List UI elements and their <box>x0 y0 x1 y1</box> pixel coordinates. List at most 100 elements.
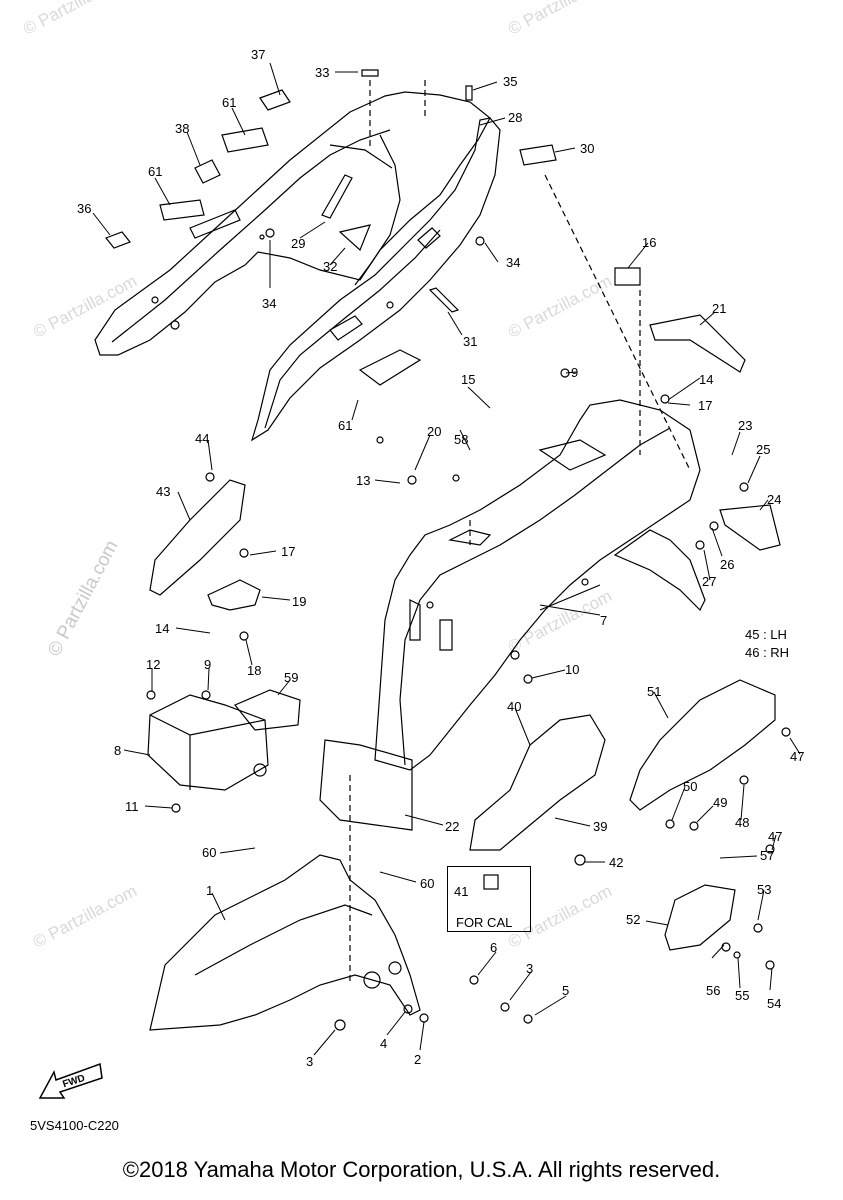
callout-47a: 47 <box>790 749 805 764</box>
callout-50: 50 <box>683 779 698 794</box>
callout-31: 31 <box>463 334 478 349</box>
part-19 <box>207 579 261 611</box>
callout-21: 21 <box>712 301 727 316</box>
part-16 <box>614 267 641 286</box>
part-37 <box>259 89 291 111</box>
callout-14b: 14 <box>155 621 170 636</box>
part-36 <box>105 231 131 249</box>
callout-14a: 14 <box>699 372 714 387</box>
part-41 <box>483 874 499 890</box>
seat-cowl-right <box>250 117 501 442</box>
fwd-arrow-icon: FWD <box>38 1062 103 1099</box>
callout-61b: 61 <box>148 164 163 179</box>
part-39-40 <box>469 714 606 851</box>
part-22 <box>319 739 413 831</box>
callout-55: 55 <box>735 988 750 1003</box>
callout-44: 44 <box>195 431 210 446</box>
rear-fender <box>374 399 701 771</box>
part-32 <box>338 224 371 252</box>
callout-48: 48 <box>735 815 750 830</box>
callout-54: 54 <box>767 996 782 1011</box>
callout-60a: 60 <box>202 845 217 860</box>
callout-33: 33 <box>315 65 330 80</box>
callout-3b: 3 <box>306 1054 314 1069</box>
part-43 <box>149 479 246 596</box>
callout-61c: 61 <box>338 418 353 433</box>
callout-40: 40 <box>507 699 522 714</box>
part-61 <box>159 199 205 221</box>
part-61 <box>358 349 422 386</box>
callout-36: 36 <box>77 201 92 216</box>
for-cal-label: FOR CAL <box>456 915 513 930</box>
copyright-notice: ©2018 Yamaha Motor Corporation, U.S.A. A… <box>122 1157 721 1182</box>
part-38 <box>194 159 221 184</box>
part-30 <box>519 144 557 166</box>
callout-22: 22 <box>445 819 460 834</box>
callout-38: 38 <box>175 121 190 136</box>
callout-9b: 9 <box>204 657 212 672</box>
callout-19: 19 <box>292 594 307 609</box>
seat-cowl-left <box>94 91 491 356</box>
callout-49: 49 <box>713 795 728 810</box>
callout-6: 6 <box>490 940 498 955</box>
callout-1: 1 <box>206 883 214 898</box>
part-33 <box>361 69 379 77</box>
part-59 <box>234 689 301 731</box>
callout-42: 42 <box>609 855 624 870</box>
callout-7: 7 <box>600 613 608 628</box>
callout-17a: 17 <box>698 398 713 413</box>
for-cal-inset <box>447 866 531 932</box>
callout-20: 20 <box>427 424 442 439</box>
callout-5: 5 <box>562 983 570 998</box>
callout-4: 4 <box>380 1036 388 1051</box>
callout-18: 18 <box>247 663 262 678</box>
callout-15: 15 <box>461 372 476 387</box>
callout-34b: 34 <box>506 255 521 270</box>
callout-26: 26 <box>720 557 735 572</box>
callout-46: 46 : RH <box>745 645 790 660</box>
part-61 <box>221 127 269 153</box>
callout-45: 45 : LH <box>745 627 787 642</box>
callout-58: 58 <box>454 432 469 447</box>
callout-57: 57 <box>760 848 775 863</box>
part-35 <box>465 85 473 101</box>
callout-39: 39 <box>593 819 608 834</box>
callout-32: 32 <box>323 259 338 274</box>
part-21 <box>649 314 746 373</box>
fender-extension <box>613 529 706 612</box>
callout-30: 30 <box>580 141 595 156</box>
callout-59: 59 <box>284 670 299 685</box>
leader-lines <box>92 62 801 1056</box>
part-31 <box>428 287 460 313</box>
part-45-46 <box>629 679 776 811</box>
callout-16: 16 <box>642 235 657 250</box>
callout-8: 8 <box>114 743 122 758</box>
callout-25: 25 <box>756 442 771 457</box>
callout-52: 52 <box>626 912 641 927</box>
diagram-code: 5VS4100-C220 <box>30 1118 119 1133</box>
part-24 <box>719 504 781 551</box>
callout-3a: 3 <box>526 961 534 976</box>
callout-34a: 34 <box>262 296 277 311</box>
callout-27: 27 <box>702 574 717 589</box>
front-fender <box>149 854 421 1031</box>
callout-12: 12 <box>146 657 161 672</box>
part-52 <box>664 884 736 951</box>
callout-17b: 17 <box>281 544 296 559</box>
callout-9a: 9 <box>571 365 579 380</box>
battery-box <box>147 694 269 791</box>
hardware <box>146 228 791 1031</box>
callout-51: 51 <box>647 684 662 699</box>
callout-37: 37 <box>251 47 266 62</box>
callout-53: 53 <box>757 882 772 897</box>
part-29 <box>321 174 353 219</box>
callout-23: 23 <box>738 418 753 433</box>
callout-29: 29 <box>291 236 306 251</box>
callout-13: 13 <box>356 473 371 488</box>
callout-2: 2 <box>414 1052 422 1067</box>
callout-41: 41 <box>454 884 469 899</box>
callout-28: 28 <box>508 110 523 125</box>
callout-35: 35 <box>503 74 518 89</box>
callout-43: 43 <box>156 484 171 499</box>
